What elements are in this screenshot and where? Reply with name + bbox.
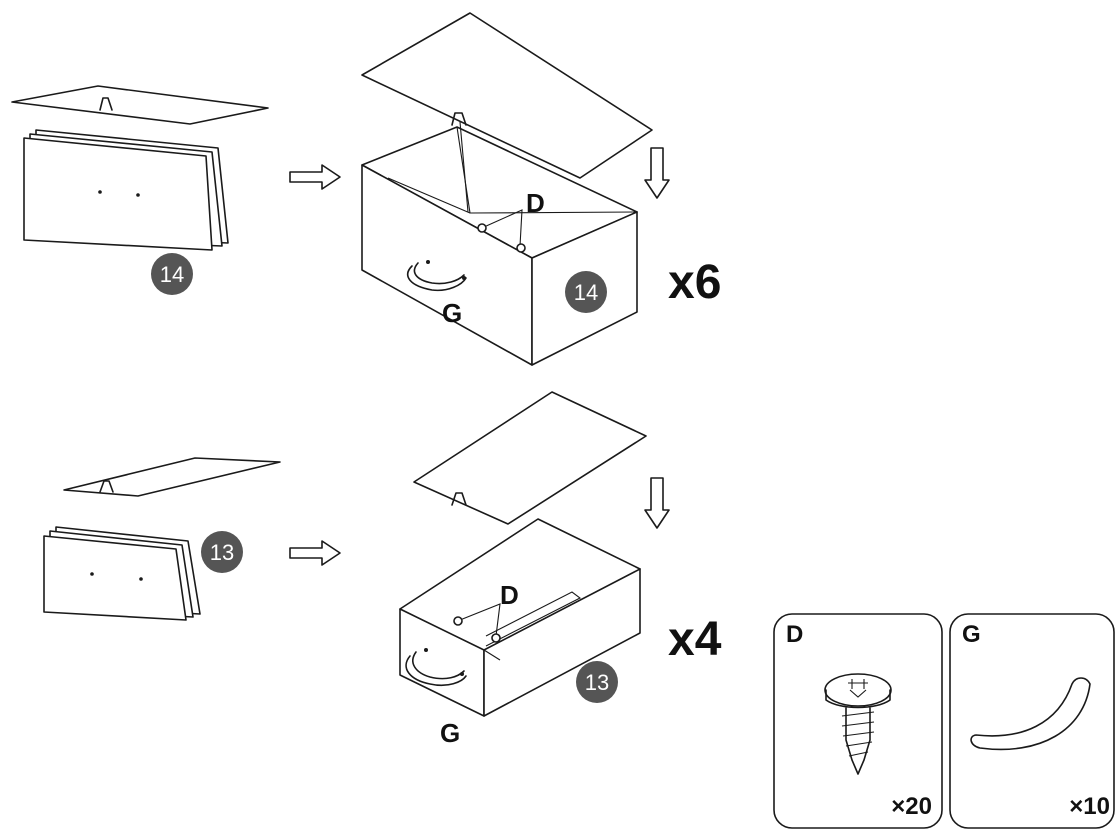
handle-callout-g: G [442,298,462,328]
drawer-front-panel [23,137,213,251]
hardware-label-g: G [962,621,981,648]
arrow-right-icon [289,540,341,566]
hardware-label-d: D [786,621,803,648]
part-badge-14-right: 14 [565,271,607,313]
screw-icon [824,673,892,775]
lid-panel-floating [413,391,647,525]
hardware-count-g: ×10 [1069,793,1110,820]
row1-assembled-drawer: 14 [361,12,653,366]
quantity-x4: x4 [668,613,722,666]
arrow-right-icon [289,164,341,190]
part-badge-13-left: 13 [201,531,243,573]
handle-callout-g: G [440,718,460,748]
handle-icon [970,677,1091,751]
row1-exploded-parts: 14 [11,85,269,295]
svg-text:13: 13 [585,670,609,695]
lid-knob-icon [99,97,113,111]
hardware-card-d: D ×20 [773,613,943,829]
lid-panel-floating [361,12,653,179]
row2-assembled-drawer: 13 [399,391,647,717]
part-badge-14-left: 14 [151,253,193,295]
arrow-down-icon [644,477,670,529]
drawer-front-panel [43,535,187,621]
svg-text:13: 13 [210,540,234,565]
hardware-count-d: ×20 [891,793,932,820]
hardware-card-g: G ×10 [949,613,1115,829]
row2-exploded-parts: 13 [43,457,281,621]
arrow-down-icon [644,147,670,199]
lid-panel [11,85,269,125]
part-badge-13-right: 13 [576,661,618,703]
lid-panel [63,457,281,497]
svg-text:14: 14 [160,262,184,287]
quantity-x6: x6 [668,256,721,309]
screw-callout-d: D [526,188,545,218]
svg-text:14: 14 [574,280,598,305]
screw-callout-d: D [500,580,519,610]
